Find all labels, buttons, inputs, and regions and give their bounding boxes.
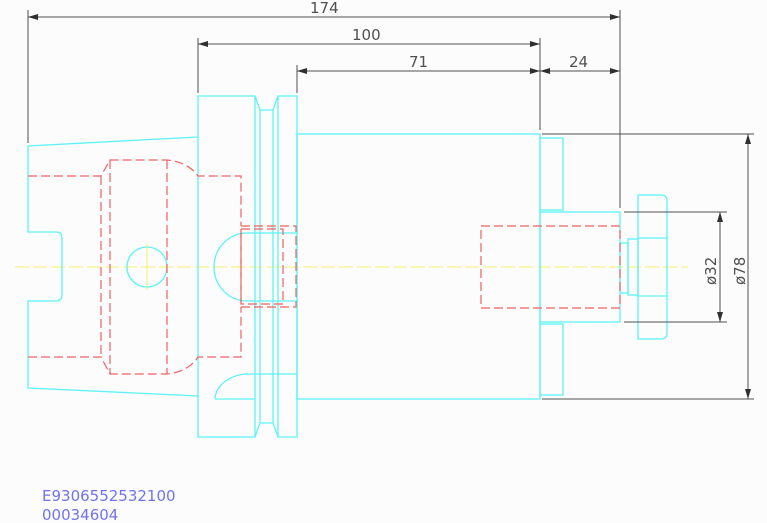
nut xyxy=(637,194,668,340)
dim-d78: ø78 xyxy=(731,257,749,285)
dim-71: 71 xyxy=(409,53,428,71)
hidden-lines xyxy=(28,159,621,375)
dim-174: 174 xyxy=(310,0,339,17)
flange xyxy=(197,95,298,438)
dim-100: 100 xyxy=(352,26,381,44)
dim-24: 24 xyxy=(569,53,588,71)
dimensions: 174 100 71 24 ø32 ø78 xyxy=(27,0,754,400)
order-number: 00034604 xyxy=(42,506,119,523)
main-body xyxy=(296,133,668,400)
part-number: E9306552532100 xyxy=(42,487,176,505)
dim-d32: ø32 xyxy=(702,257,720,285)
